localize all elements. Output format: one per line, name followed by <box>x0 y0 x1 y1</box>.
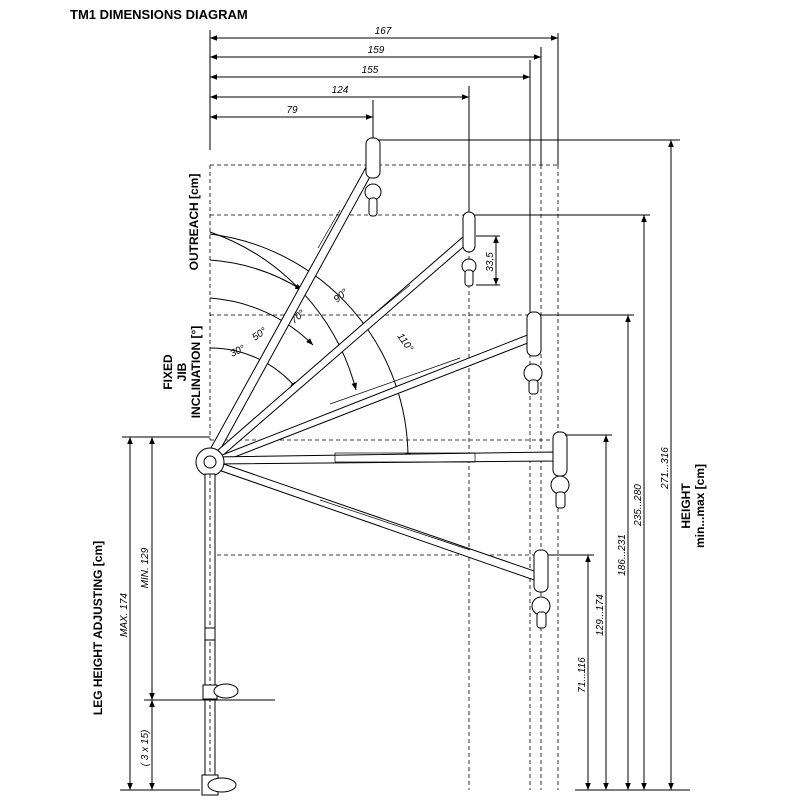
height-range-label: min...max [cm] <box>693 464 707 548</box>
leg-min: MIN. 129 <box>140 547 151 588</box>
extension-lines <box>209 30 560 790</box>
fixed-label: FIXED <box>161 354 175 390</box>
angle-110: 110° <box>395 331 415 354</box>
leg-step: ( 3 x 15) <box>140 730 151 767</box>
leg-height-label: LEG HEIGHT ADJUSTING [cm] <box>91 541 105 715</box>
height-271-316: 271...316 <box>660 447 671 490</box>
jib-positions <box>206 159 556 582</box>
outreach-dim-79: 79 <box>286 105 298 116</box>
angle-30: 30° <box>229 343 247 359</box>
leg-dimension-lines <box>120 436 275 791</box>
height-label: HEIGHT <box>679 483 693 529</box>
outreach-label: OUTREACH [cm] <box>187 174 201 271</box>
hook-dim: 33,5 <box>485 252 496 272</box>
height-71-116: 71...116 <box>577 657 588 693</box>
diagram-title: TM1 DIMENSIONS DIAGRAM <box>70 7 248 22</box>
crane-leg <box>195 447 239 796</box>
inclination-label: INCLINATION [°] <box>189 326 203 419</box>
outreach-dim-167: 167 <box>375 26 392 37</box>
angle-50: 50° <box>250 326 269 344</box>
height-dimension-lines <box>378 139 690 791</box>
outreach-dim-155: 155 <box>362 65 379 76</box>
height-129-174: 129...174 <box>595 594 606 636</box>
jib-label: JIB <box>175 362 189 381</box>
outreach-dim-124: 124 <box>332 85 349 96</box>
hooks <box>364 137 570 629</box>
angle-90: 90° <box>332 287 351 305</box>
outreach-dimension-lines <box>210 35 558 120</box>
height-186-231: 186...231 <box>617 534 628 576</box>
leg-max: MAX. 174 <box>119 593 130 637</box>
outreach-dim-159: 159 <box>368 45 385 56</box>
height-235-280: 235...280 <box>633 484 644 527</box>
